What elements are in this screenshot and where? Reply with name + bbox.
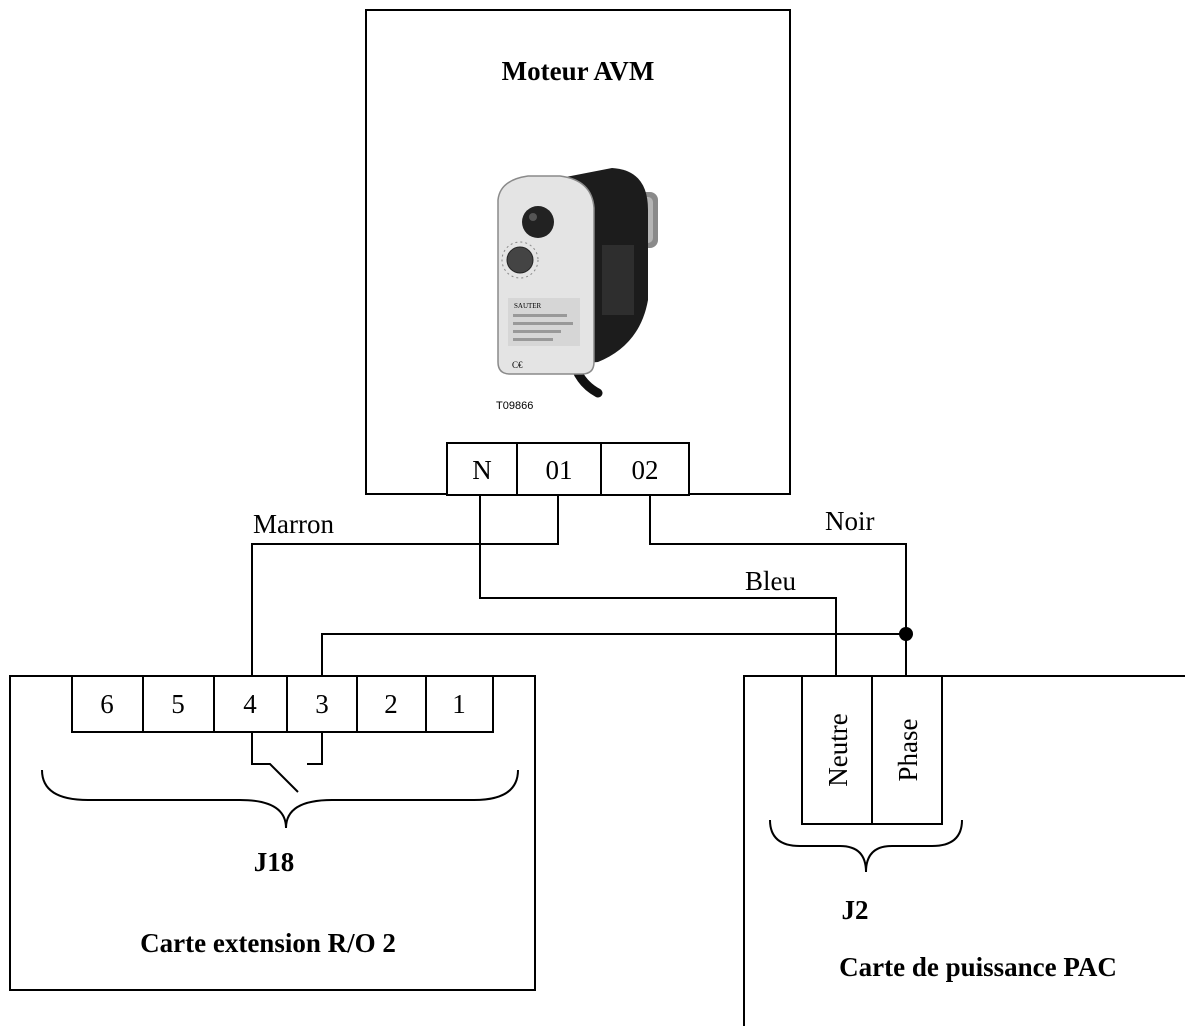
- j18-terminal-2-label: 2: [384, 689, 398, 719]
- wire-noir: [649, 495, 907, 676]
- j2-terminal-block: Neutre Phase: [801, 675, 943, 825]
- power-card-title: Carte de puissance PAC: [839, 952, 1117, 982]
- j18-terminal-2: [356, 675, 427, 733]
- j18-label: J18: [254, 847, 295, 877]
- j18-terminal-4-label: 4: [243, 689, 257, 719]
- extension-card-title: Carte extension R/O 2: [140, 928, 396, 958]
- wire-junction-dot: [899, 627, 913, 641]
- wire-bridge-phase: [321, 633, 906, 676]
- motor-terminal-02: [600, 442, 690, 496]
- j2-terminal-neutre-label: Neutre: [823, 713, 853, 786]
- motor-brand: SAUTER: [514, 302, 542, 310]
- motor-terminal-01-label: 01: [546, 455, 573, 485]
- j18-terminal-5-label: 5: [171, 689, 185, 719]
- motor-title: Moteur AVM: [502, 56, 655, 86]
- j18-terminal-1-label: 1: [452, 689, 466, 719]
- motor-terminal-01: [516, 442, 602, 496]
- wire-bleu-label: Bleu: [745, 566, 796, 596]
- j2-terminal-phase: [871, 675, 943, 825]
- j18-terminal-3-label: 3: [315, 689, 329, 719]
- j18-brace: [41, 769, 519, 829]
- motor-terminal-02-label: 02: [632, 455, 659, 485]
- motor-terminal-block: N 01 02: [446, 442, 690, 496]
- wire-bleu: [479, 495, 837, 676]
- j18-terminal-block: 6 5 4 3 2 1: [71, 675, 494, 733]
- j2-label: J2: [842, 895, 869, 925]
- j18-terminal-6-label: 6: [100, 689, 114, 719]
- motor-photo-caption: T09866: [496, 400, 533, 412]
- relay-contact-symbol: [251, 732, 323, 793]
- j2-terminal-phase-label: Phase: [893, 718, 923, 781]
- wire-marron: [251, 495, 559, 676]
- wire-marron-label: Marron: [253, 509, 334, 539]
- motor-photo: SAUTER C€ T09866: [496, 168, 658, 412]
- motor-terminal-N: [446, 442, 518, 496]
- svg-text:C€: C€: [512, 360, 523, 370]
- j18-terminal-6: [71, 675, 144, 733]
- power-card-box: [743, 675, 1185, 1026]
- wire-noir-label: Noir: [825, 506, 875, 536]
- j18-terminal-1: [425, 675, 494, 733]
- j2-brace: [769, 819, 963, 873]
- motor-terminal-N-label: N: [472, 455, 492, 485]
